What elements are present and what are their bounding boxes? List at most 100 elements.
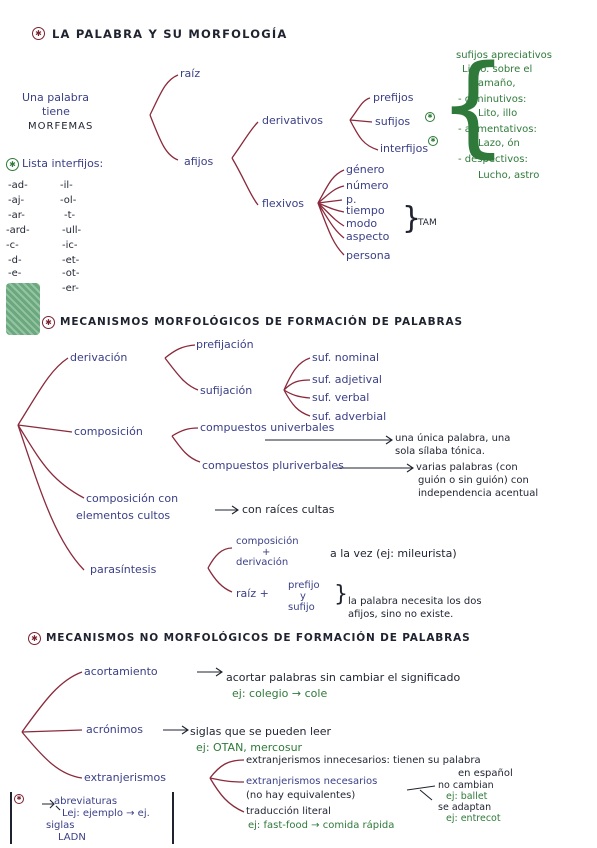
composicion-label: composición	[74, 425, 143, 438]
box-line-2: siglas	[46, 820, 75, 831]
interfijo-c1-0: -ad-	[8, 180, 28, 191]
interfijo-c2-7: -er-	[62, 283, 79, 294]
acron-note: siglas que se pueden leer	[190, 725, 332, 738]
acort-ej: ej: colegio → cole	[232, 687, 328, 700]
interfijo-c2-0: -il-	[60, 180, 73, 191]
acronimos-label: acrónimos	[86, 723, 144, 736]
interfijo-c1-2: -ar-	[8, 210, 25, 221]
prefijos-label: prefijos	[373, 91, 414, 104]
ext-innec-2: en español	[458, 768, 513, 779]
traduccion-label: traducción literal	[246, 806, 331, 817]
ext-innec: extranjerismos innecesarios: tienen su p…	[246, 755, 481, 766]
parasintesis-label: parasíntesis	[90, 563, 157, 576]
flex-genero: género	[346, 163, 385, 176]
flex-aspecto: aspecto	[346, 230, 390, 243]
interfijo-c1-5: -d-	[8, 255, 22, 266]
a-la-vez: a la vez (ej: mileurista)	[330, 547, 457, 560]
ext-note-0: no cambian	[438, 780, 494, 791]
sufijacion-label: sufijación	[200, 384, 253, 397]
flex-numero: número	[346, 179, 389, 192]
para-comp-0: composición	[236, 536, 299, 547]
flexivos-label: flexivos	[262, 197, 305, 210]
interfijos-list-title: Lista interfijos:	[22, 157, 104, 170]
ext-note-1: ej: ballet	[446, 791, 488, 802]
suf-note-4: Lito, illo	[478, 108, 518, 119]
raices-cultas: con raíces cultas	[242, 503, 335, 516]
comp-pluri-note-0: varias palabras (con	[416, 462, 518, 473]
extranjerismos-label: extranjerismos	[84, 771, 166, 784]
acron-ej: ej: OTAN, mercosur	[196, 741, 303, 754]
interfijos-label: interfijos	[380, 142, 429, 155]
box-line-3: LADN	[58, 832, 86, 843]
suf-note-7: - despectivos:	[458, 154, 528, 165]
comp-univerbales: compuestos univerbales	[200, 421, 335, 434]
root-line-2: tiene	[42, 105, 70, 118]
trad-ej: ej: fast-food → comida rápida	[248, 820, 395, 831]
comp-pluri-note-1: guión o sin guión) con	[418, 475, 529, 486]
asterisk-icon: ✱	[14, 794, 24, 804]
section1-title: LA PALABRA Y SU MORFOLOGÍA	[52, 27, 288, 41]
asterisk-icon: ✱	[42, 316, 55, 329]
raiz-mas: raíz +	[236, 587, 269, 600]
sufijos-brace: {	[438, 41, 508, 169]
ext-nec-2: (no hay equivalentes)	[246, 790, 356, 801]
raiz-label: raíz	[180, 67, 201, 80]
suf-adjetival: suf. adjetival	[312, 373, 382, 386]
derivacion-label: derivación	[70, 351, 128, 364]
asterisk-icon: ✱	[428, 136, 438, 146]
para-brace: }	[334, 582, 348, 607]
acort-note: acortar palabras sin cambiar el signific…	[226, 671, 461, 684]
asterisk-icon: ✱	[425, 112, 435, 122]
sufijos-label: sufijos	[375, 115, 411, 128]
pref-suf-1: y	[300, 591, 306, 602]
ext-note-3: ej: entrecot	[446, 813, 501, 824]
flex-tiempo: tiempo	[346, 204, 385, 217]
suf-note-8: Lucho, astro	[478, 170, 540, 181]
abreviaturas-box	[10, 792, 174, 844]
interfijo-c2-3: -ull-	[62, 225, 82, 236]
comp-cultos-0: composición con	[86, 492, 179, 505]
root-line-3: MORFEMAS	[28, 121, 94, 132]
box-line-0: abreviaturas	[54, 796, 118, 807]
interfijo-c1-6: -e-	[8, 268, 22, 279]
tam-label: TAM	[418, 218, 437, 228]
green-scribble	[6, 283, 40, 335]
suf-note-6: Lazo, ón	[478, 138, 520, 149]
flex-persona: persona	[346, 249, 391, 262]
comp-cultos-1: elementos cultos	[76, 509, 171, 522]
derivativos-label: derivativos	[262, 114, 323, 127]
flex-modo: modo	[346, 217, 378, 230]
pref-suf-0: prefijo	[288, 580, 320, 591]
interfijo-c2-2: -t-	[64, 210, 76, 221]
comp-univ-note-0: una única palabra, una	[395, 433, 511, 444]
comp-univ-note-1: sola sílaba tónica.	[395, 446, 485, 457]
pref-suf-2: sufijo	[288, 602, 315, 613]
comp-pluri-note-2: independencia acentual	[418, 488, 539, 499]
suf-adverbial: suf. adverbial	[312, 410, 387, 423]
comp-pluriverbales: compuestos pluriverbales	[202, 459, 344, 472]
asterisk-icon: ✱	[6, 158, 19, 171]
interfijo-c1-1: -aj-	[8, 195, 25, 206]
interfijo-c2-5: -et-	[62, 255, 80, 266]
interfijo-c2-1: -ol-	[60, 195, 77, 206]
suf-verbal: suf. verbal	[312, 391, 370, 404]
asterisk-icon: ✱	[32, 27, 45, 40]
interfijo-c2-6: -ot-	[62, 268, 80, 279]
root-line-1: Una palabra	[22, 91, 90, 104]
suf-nominal: suf. nominal	[312, 351, 380, 364]
ext-note-2: se adaptan	[438, 802, 492, 813]
interfijo-c1-3: -ard-	[6, 225, 30, 236]
interfijo-c2-4: -ic-	[62, 240, 78, 251]
box-line-1: Lej: ejemplo → ej.	[62, 808, 150, 819]
para-note-0: la palabra necesita los dos	[348, 596, 482, 607]
tam-brace: }	[402, 201, 422, 236]
acortamiento-label: acortamiento	[84, 665, 158, 678]
flex-p: p.	[346, 193, 357, 206]
para-note-1: afijos, sino no existe.	[348, 609, 454, 620]
suf-note-1: Linfo. sobre el	[462, 64, 533, 75]
suf-note-3: - diminutivos:	[458, 94, 527, 105]
interfijo-c1-4: -c-	[6, 240, 19, 251]
para-comp-2: derivación	[236, 557, 289, 568]
asterisk-icon: ✱	[28, 632, 41, 645]
